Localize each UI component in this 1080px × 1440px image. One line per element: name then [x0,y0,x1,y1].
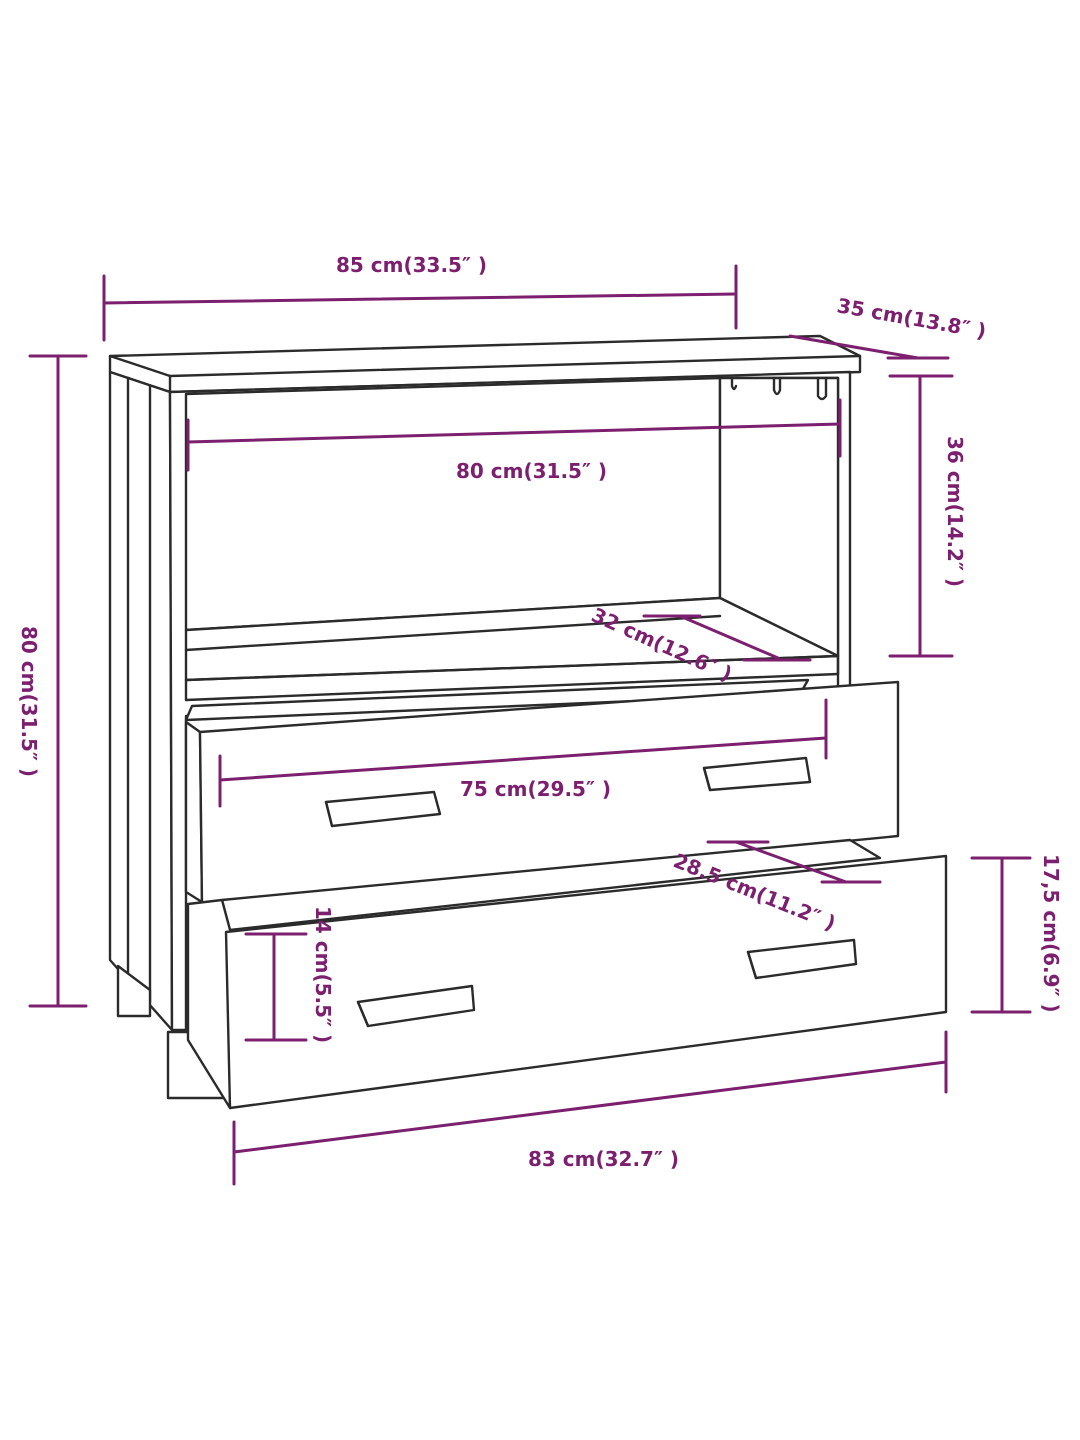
label-shelf-height: 36 cm(14.2″ ) [943,436,967,587]
lower-drawer [186,838,948,1110]
label-overall-width: 85 cm(33.5″ ) [336,253,487,277]
upper-drawer-handle-left [324,790,442,828]
upper-drawer-handle-right [702,756,812,792]
hanger-hook-2 [772,376,782,396]
cabinet-left-side [108,370,174,1032]
label-shelf-width: 80 cm(31.5″ ) [456,459,607,483]
label-drawer-inner-height: 14 cm(5.5″ ) [311,906,335,1043]
label-drawer-front-width: 83 cm(32.7″ ) [528,1147,679,1171]
leg-back-left [116,964,152,1018]
label-drawer-front-height: 17,5 cm(6.9″ ) [1039,854,1063,1013]
open-shelf-compartment [184,376,722,632]
lower-drawer-handle-right [746,938,858,980]
upper-drawer-front [198,680,900,906]
lower-drawer-front [224,854,948,1110]
hanger-hook-1 [730,376,738,391]
label-depth: 35 cm(13.8″ ) [835,293,988,343]
hanger-hook-3 [816,376,828,401]
dimension-lines [28,264,1032,1186]
cabinet-illustration [108,334,948,1110]
label-drawer-inner-width: 75 cm(29.5″ ) [460,777,611,801]
label-overall-height: 80 cm(31.5″ ) [17,626,41,777]
lower-drawer-handle-left [356,984,476,1028]
upper-drawer [184,678,900,906]
